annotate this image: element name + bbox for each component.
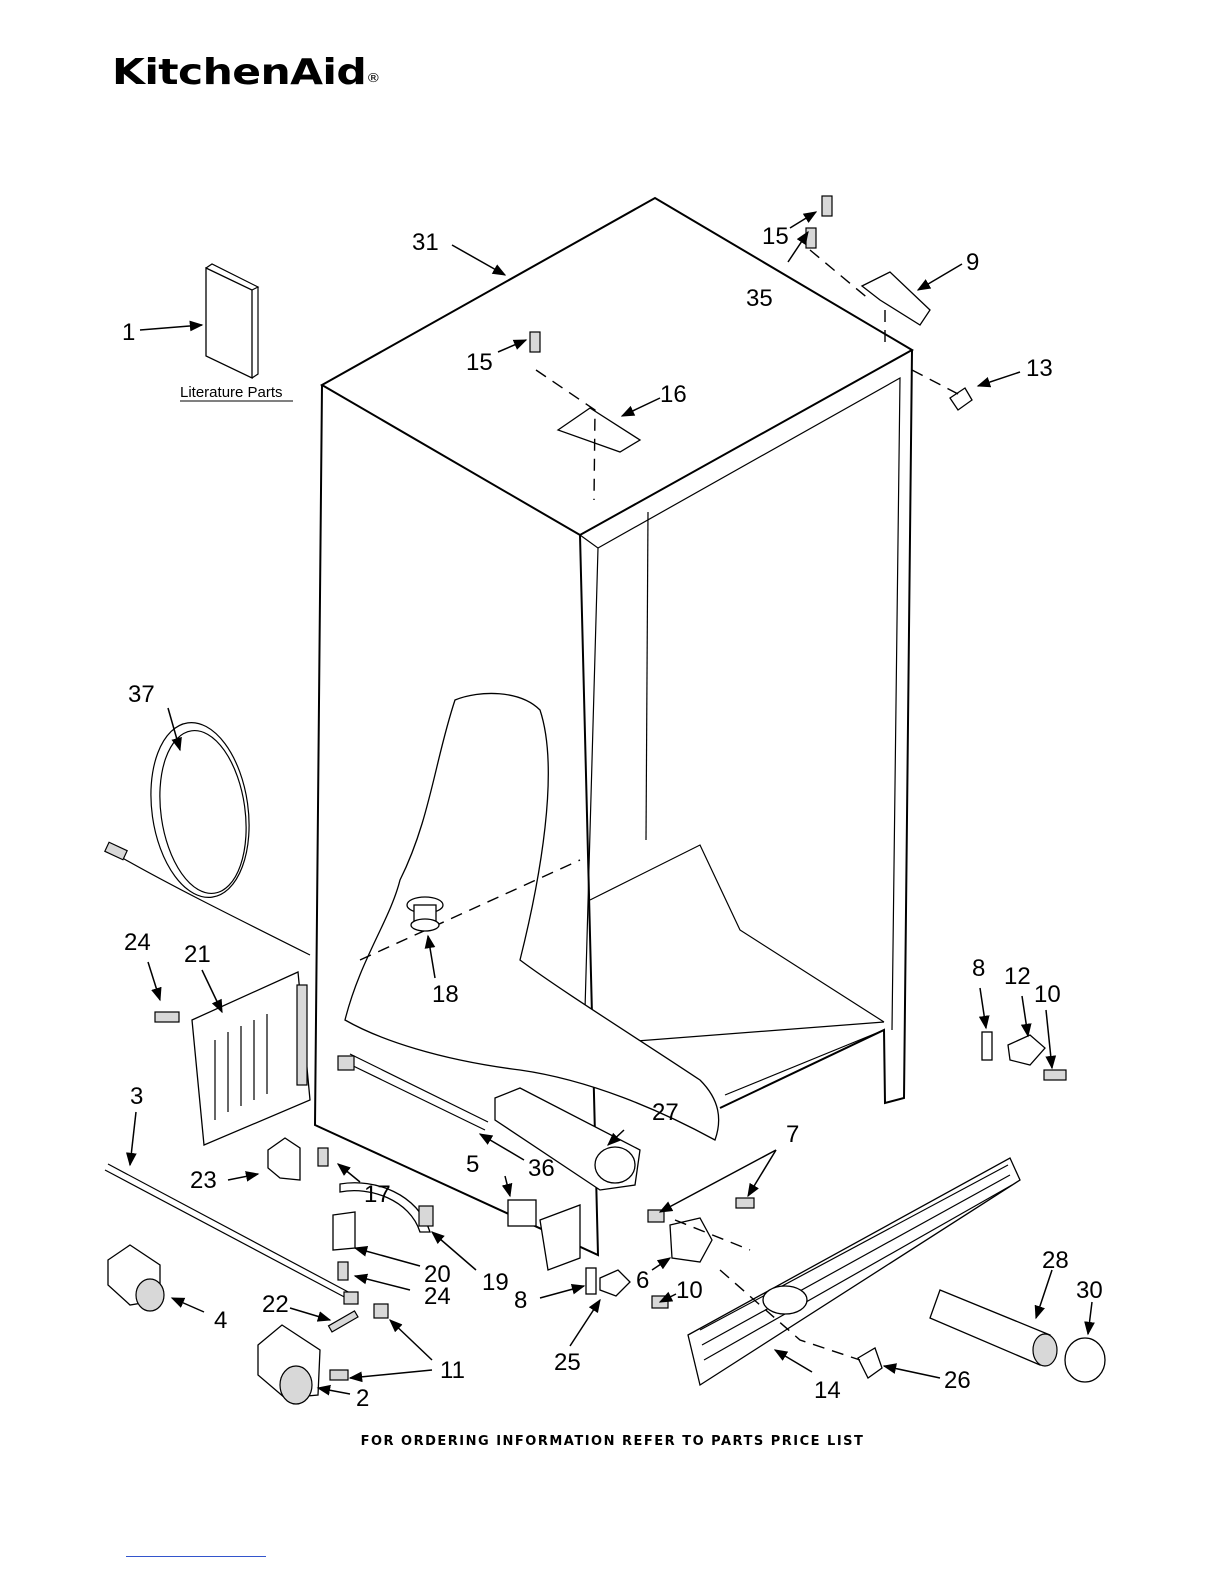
callout-13: 13: [1026, 355, 1053, 382]
bracket-6: [670, 1218, 712, 1262]
bracket-23: [268, 1138, 300, 1180]
callout-16: 16: [660, 381, 687, 408]
callout-3: 3: [130, 1083, 143, 1110]
callout-4: 4: [214, 1307, 227, 1334]
callout-35: 35: [746, 285, 773, 312]
clip-26: [858, 1348, 882, 1378]
hinge-25: [600, 1270, 630, 1296]
callout-8-bottom: 8: [514, 1287, 527, 1314]
callout-37: 37: [128, 681, 155, 708]
callout-22: 22: [262, 1291, 289, 1318]
rear-roller-4: [108, 1245, 164, 1311]
callout-15-top: 15: [762, 223, 789, 250]
water-filter-28: [930, 1290, 1057, 1366]
callout-21: 21: [184, 941, 211, 968]
ordering-note: FOR ORDERING INFORMATION REFER TO PARTS …: [0, 1434, 1225, 1449]
hinge-plate-8: [586, 1268, 596, 1294]
hinge-plate-8-right: [982, 1032, 992, 1060]
literature-booklet: [180, 264, 293, 401]
callout-5: 5: [466, 1151, 479, 1178]
callout-27: 27: [652, 1099, 679, 1126]
callout-9: 9: [966, 249, 979, 276]
hinge-12: [1008, 1035, 1045, 1065]
callout-24-left: 24: [124, 929, 151, 956]
callout-17: 17: [364, 1181, 391, 1208]
callout-10-right: 10: [1034, 981, 1061, 1008]
callout-36: 36: [528, 1155, 555, 1182]
callout-12: 12: [1004, 963, 1031, 990]
front-roller-2: [258, 1325, 320, 1404]
top-hinge-9: [862, 272, 930, 325]
literature-parts-label: Literature Parts: [180, 384, 283, 401]
rear-access-panel: [192, 972, 310, 1145]
callout-25: 25: [554, 1349, 581, 1376]
callout-28: 28: [1042, 1247, 1069, 1274]
top-hinge-16: [558, 408, 640, 452]
callout-11: 11: [440, 1357, 465, 1384]
water-tube-coil: [105, 716, 310, 955]
label-5: [508, 1200, 536, 1226]
filter-housing-27: [495, 1088, 640, 1190]
pin-22: [329, 1311, 358, 1332]
callout-18: 18: [432, 981, 459, 1008]
callout-23: 23: [190, 1167, 217, 1194]
callout-15-mid: 15: [466, 349, 493, 376]
callout-1: 1: [122, 319, 135, 346]
callout-10-bottom: 10: [676, 1277, 703, 1304]
grille-14: [688, 1158, 1020, 1385]
liner-cutaway: [345, 693, 719, 1140]
cabinet-outline: [315, 198, 912, 1255]
callout-24-bottom: 24: [424, 1283, 451, 1310]
callout-7: 7: [786, 1121, 799, 1148]
callout-8-right: 8: [972, 955, 985, 982]
kick-plate-section: [540, 1205, 580, 1270]
bottom-link-underline[interactable]: [126, 1556, 266, 1557]
callout-6: 6: [636, 1267, 649, 1294]
callout-14: 14: [814, 1377, 841, 1404]
callout-2: 2: [356, 1385, 369, 1412]
fill-tube-36: [338, 1054, 488, 1130]
callout-26: 26: [944, 1367, 971, 1394]
callout-31: 31: [412, 229, 439, 256]
callout-30: 30: [1076, 1277, 1103, 1304]
filter-cap-30: [1065, 1338, 1105, 1382]
callout-19: 19: [482, 1269, 509, 1296]
